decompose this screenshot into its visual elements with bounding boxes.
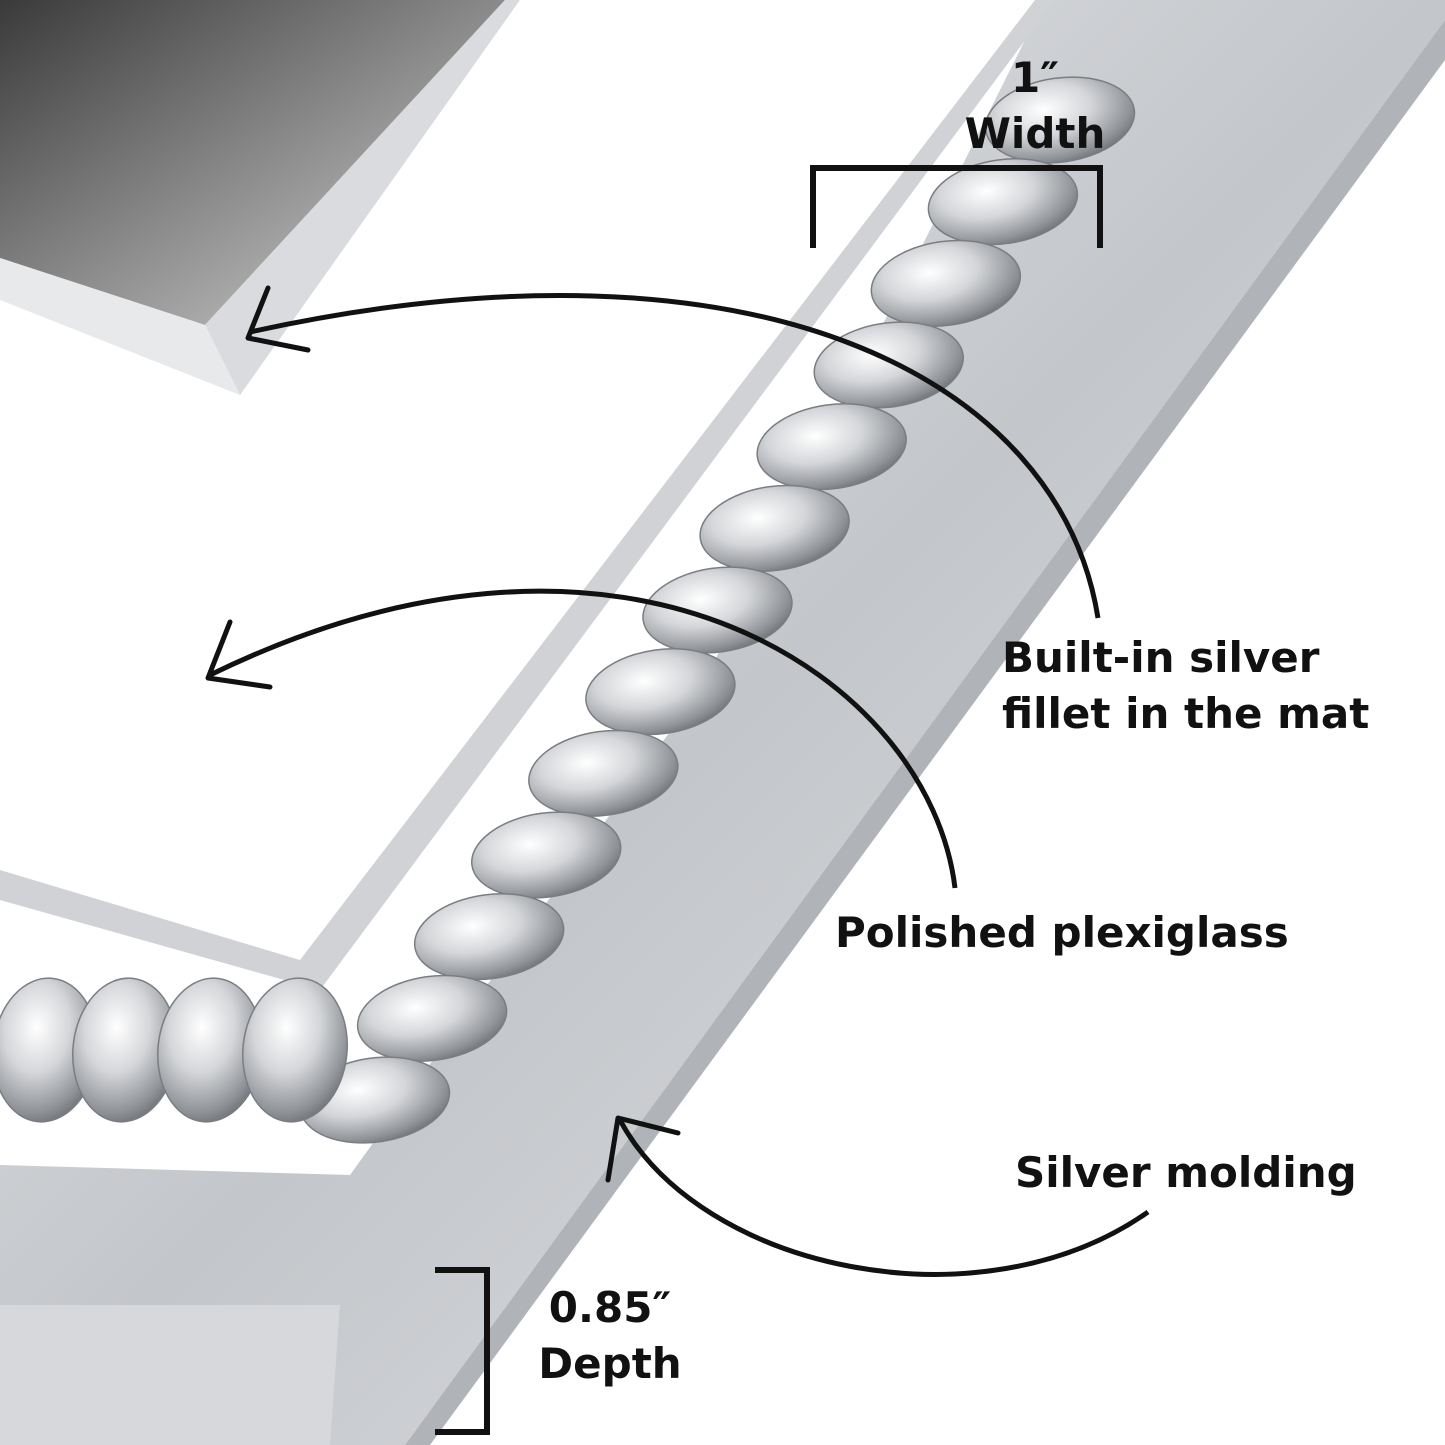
depth-label: 0.85″ Depth [515, 1280, 705, 1392]
bead [585, 648, 736, 736]
width-word: Width [964, 109, 1106, 158]
depth-word: Depth [538, 1339, 682, 1388]
width-value: 1″ [1011, 53, 1059, 102]
bead [756, 403, 907, 491]
bead [870, 239, 1022, 327]
bead [984, 76, 1136, 164]
bead-row-bottom [0, 977, 349, 1123]
bead [528, 729, 679, 817]
bead [356, 974, 508, 1062]
depth-bracket [435, 1267, 490, 1435]
depth-value: 0.85″ [548, 1283, 672, 1332]
width-label: 1″ Width [940, 50, 1130, 162]
bead [642, 566, 793, 654]
bead [471, 811, 622, 899]
bead [927, 158, 1079, 246]
plexiglass-text: Polished plexiglass [835, 908, 1289, 957]
fillet-line-1: Built-in silver [1002, 633, 1320, 682]
bead [241, 977, 349, 1123]
molding-label: Silver molding [1015, 1145, 1357, 1201]
fillet-line-2: fillet in the mat [1002, 689, 1370, 738]
fillet-label: Built-in silver fillet in the mat [1002, 630, 1369, 742]
bead [699, 484, 850, 572]
fillet-arrow [245, 285, 1101, 619]
width-bracket [810, 165, 1103, 248]
plexiglass-label: Polished plexiglass [835, 905, 1289, 961]
photo-inset [0, 0, 520, 395]
bead [413, 893, 565, 981]
molding-text: Silver molding [1015, 1148, 1357, 1197]
plexiglass-arrow [205, 588, 958, 889]
molding-arrow [605, 1115, 1150, 1277]
